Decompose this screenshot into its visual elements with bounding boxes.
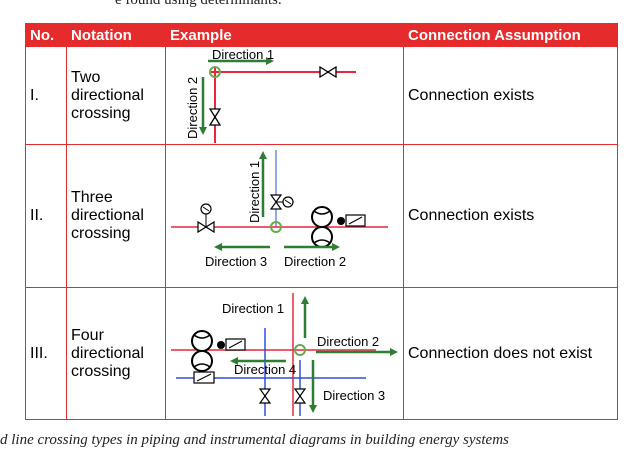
header-example: Example bbox=[165, 23, 404, 47]
caption-text: d line crossing types in piping and inst… bbox=[0, 432, 509, 448]
meter-icon bbox=[193, 371, 215, 384]
row-number: I. bbox=[25, 46, 67, 145]
sensor-icon bbox=[217, 338, 246, 351]
sensor-icon bbox=[337, 214, 366, 227]
direction-label: Direction 2 bbox=[284, 254, 346, 269]
junction-circle bbox=[209, 66, 221, 78]
control-valve-icon bbox=[269, 194, 294, 210]
direction-label: Direction 2 bbox=[317, 334, 379, 349]
control-valve-icon bbox=[197, 203, 215, 234]
row-number: II. bbox=[25, 144, 67, 288]
header-notation: Notation bbox=[66, 23, 166, 47]
row-notation: Four directional crossing bbox=[66, 287, 166, 420]
valve-icon bbox=[293, 388, 307, 404]
row-example: Direction 1 Direction 3 Direction 2 bbox=[165, 144, 404, 288]
two-directional-crossing-diagram: Direction 1 Direction 2 bbox=[185, 47, 356, 143]
row-notation: Two directional crossing bbox=[66, 46, 166, 145]
valve-icon bbox=[258, 388, 272, 404]
direction-label: Direction 3 bbox=[323, 388, 385, 403]
direction-label: Direction 1 bbox=[247, 161, 262, 223]
table-row: II. Three directional crossing bbox=[25, 144, 618, 288]
row-assumption: Connection exists bbox=[403, 144, 618, 288]
junction-circle bbox=[270, 221, 282, 233]
table-row: I. Two directional crossing bbox=[25, 46, 618, 145]
three-directional-crossing-diagram: Direction 1 Direction 3 Direction 2 bbox=[171, 150, 388, 269]
header-connection-assumption: Connection Assumption bbox=[403, 23, 618, 47]
direction-label: Direction 4 bbox=[234, 362, 296, 377]
junction-circle bbox=[294, 344, 306, 356]
table-row: III. Four directional crossing bbox=[25, 287, 618, 420]
direction-label: Direction 3 bbox=[205, 254, 267, 269]
direction-label: Direction 1 bbox=[212, 47, 274, 62]
table-header-row: No. Notation Example Connection Assumpti… bbox=[25, 23, 618, 47]
direction-label: Direction 1 bbox=[222, 301, 284, 316]
row-example: Direction 1 Direction 2 bbox=[165, 46, 404, 145]
direction-label: Direction 2 bbox=[185, 77, 200, 139]
crossing-types-table: No. Notation Example Connection Assumpti… bbox=[25, 23, 618, 420]
header-no: No. bbox=[25, 23, 67, 47]
pump-icon bbox=[191, 330, 213, 372]
row-assumption: Connection does not exist bbox=[403, 287, 618, 420]
valve-icon bbox=[319, 65, 337, 79]
four-directional-crossing-diagram: Direction 1 Direction 2 Direction 4 Dire… bbox=[171, 293, 398, 416]
row-notation: Three directional crossing bbox=[66, 144, 166, 288]
row-assumption: Connection exists bbox=[403, 46, 618, 145]
valve-icon bbox=[208, 108, 222, 126]
preceding-text: e found using determinants. bbox=[115, 0, 282, 8]
row-example: Direction 1 Direction 2 Direction 4 Dire… bbox=[165, 287, 404, 420]
pump-icon bbox=[311, 206, 333, 248]
row-number: III. bbox=[25, 287, 67, 420]
